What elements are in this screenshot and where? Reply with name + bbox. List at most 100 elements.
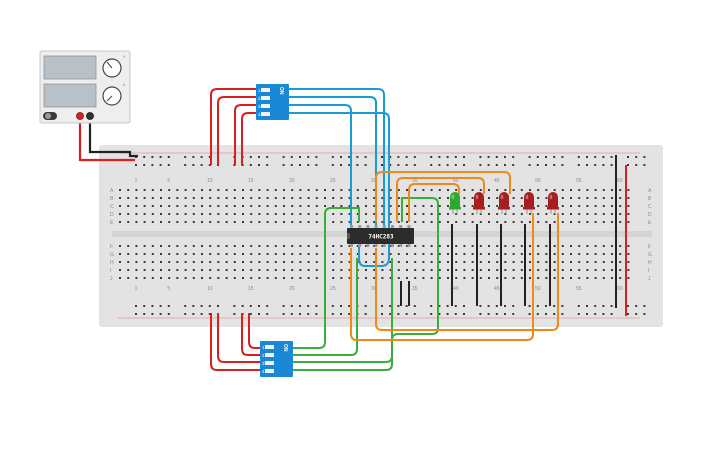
rail-hole bbox=[479, 313, 482, 315]
dip-toggle-1[interactable] bbox=[265, 345, 274, 349]
rail-hole bbox=[381, 305, 383, 307]
hole bbox=[406, 205, 408, 207]
hole bbox=[619, 197, 622, 199]
hole bbox=[520, 277, 523, 279]
hole bbox=[373, 261, 376, 263]
rail-hole bbox=[610, 156, 613, 158]
dip-switch-top[interactable]: 1 2 3 4 ON bbox=[256, 84, 289, 120]
rail-hole bbox=[602, 305, 605, 307]
hole bbox=[217, 213, 220, 215]
dip-toggle-4[interactable] bbox=[265, 369, 274, 373]
hole bbox=[151, 197, 154, 199]
rail-hole bbox=[643, 313, 646, 315]
hole bbox=[594, 205, 597, 207]
hole bbox=[422, 213, 425, 215]
rail-hole bbox=[504, 305, 506, 307]
psu-red-terminal[interactable] bbox=[76, 112, 84, 120]
dip-toggle-2[interactable] bbox=[265, 353, 274, 357]
dip-toggle-1[interactable] bbox=[261, 88, 270, 92]
dip-switch-bottom[interactable]: 1 2 3 4 ON bbox=[260, 341, 293, 377]
psu-black-terminal[interactable] bbox=[86, 112, 94, 120]
row-letter: I bbox=[110, 268, 111, 274]
rail-hole bbox=[594, 313, 597, 315]
hole bbox=[258, 277, 261, 279]
hole bbox=[209, 221, 212, 223]
hole bbox=[611, 277, 613, 279]
hole bbox=[496, 261, 499, 263]
hole bbox=[545, 245, 548, 247]
hole bbox=[479, 277, 482, 279]
hole bbox=[381, 221, 384, 223]
hole bbox=[594, 213, 597, 215]
dip-toggle-3[interactable] bbox=[261, 104, 270, 108]
dip-toggle-4[interactable] bbox=[261, 112, 270, 116]
hole bbox=[594, 189, 597, 191]
hole bbox=[520, 269, 523, 271]
hole bbox=[578, 197, 581, 199]
psu-voltage-display bbox=[43, 55, 97, 80]
led-red-3[interactable] bbox=[523, 192, 535, 214]
rail-hole bbox=[340, 156, 342, 158]
column-number: 50 bbox=[535, 286, 541, 292]
rail-hole bbox=[553, 305, 556, 307]
rail-hole bbox=[266, 313, 269, 315]
hole bbox=[299, 213, 302, 215]
dc-power-supply[interactable]: V A bbox=[39, 50, 131, 124]
hole bbox=[176, 253, 179, 255]
hole bbox=[119, 261, 121, 263]
hole bbox=[438, 197, 441, 199]
hole bbox=[307, 269, 310, 271]
hole bbox=[537, 277, 540, 279]
dip-toggle-2[interactable] bbox=[261, 96, 270, 100]
rail-hole bbox=[413, 164, 416, 166]
hole bbox=[201, 213, 203, 215]
rail-hole bbox=[504, 164, 506, 166]
led-red-1[interactable] bbox=[473, 192, 485, 214]
rail-hole bbox=[504, 156, 506, 158]
hole bbox=[184, 269, 187, 271]
hole bbox=[176, 205, 179, 207]
hole bbox=[127, 261, 130, 263]
hole bbox=[233, 213, 236, 215]
hole bbox=[192, 253, 195, 255]
hole bbox=[570, 277, 572, 279]
rail-hole bbox=[151, 164, 154, 166]
rail-hole bbox=[315, 164, 318, 166]
rail-hole bbox=[143, 156, 146, 158]
rail-hole bbox=[159, 313, 162, 315]
hole bbox=[594, 197, 597, 199]
hole bbox=[570, 253, 572, 255]
hole bbox=[627, 261, 630, 263]
column-number: 20 bbox=[289, 178, 295, 184]
hole bbox=[217, 261, 220, 263]
column-number: 5 bbox=[167, 286, 170, 292]
dip-toggle-3[interactable] bbox=[265, 361, 274, 365]
hole bbox=[373, 269, 376, 271]
hole bbox=[160, 197, 162, 199]
hole bbox=[586, 205, 589, 207]
led-red-4[interactable] bbox=[547, 192, 559, 214]
hole bbox=[266, 253, 269, 255]
led-red-2[interactable] bbox=[498, 192, 510, 214]
hole bbox=[291, 205, 294, 207]
hole bbox=[529, 261, 531, 263]
hole bbox=[127, 189, 130, 191]
hole bbox=[225, 253, 228, 255]
rail-hole bbox=[135, 164, 137, 166]
hole bbox=[373, 245, 376, 247]
led-green[interactable] bbox=[449, 192, 461, 214]
hole bbox=[299, 245, 302, 247]
hole bbox=[315, 253, 318, 255]
hole bbox=[242, 213, 244, 215]
rail-hole bbox=[299, 164, 301, 166]
hole bbox=[438, 253, 441, 255]
rail-hole bbox=[389, 305, 392, 307]
hole bbox=[201, 205, 203, 207]
hole bbox=[463, 213, 466, 215]
rail-hole bbox=[438, 313, 441, 315]
hole bbox=[438, 277, 441, 279]
column-number: 25 bbox=[330, 286, 336, 292]
hole bbox=[537, 245, 540, 247]
hole bbox=[414, 205, 417, 207]
hole bbox=[619, 213, 622, 215]
